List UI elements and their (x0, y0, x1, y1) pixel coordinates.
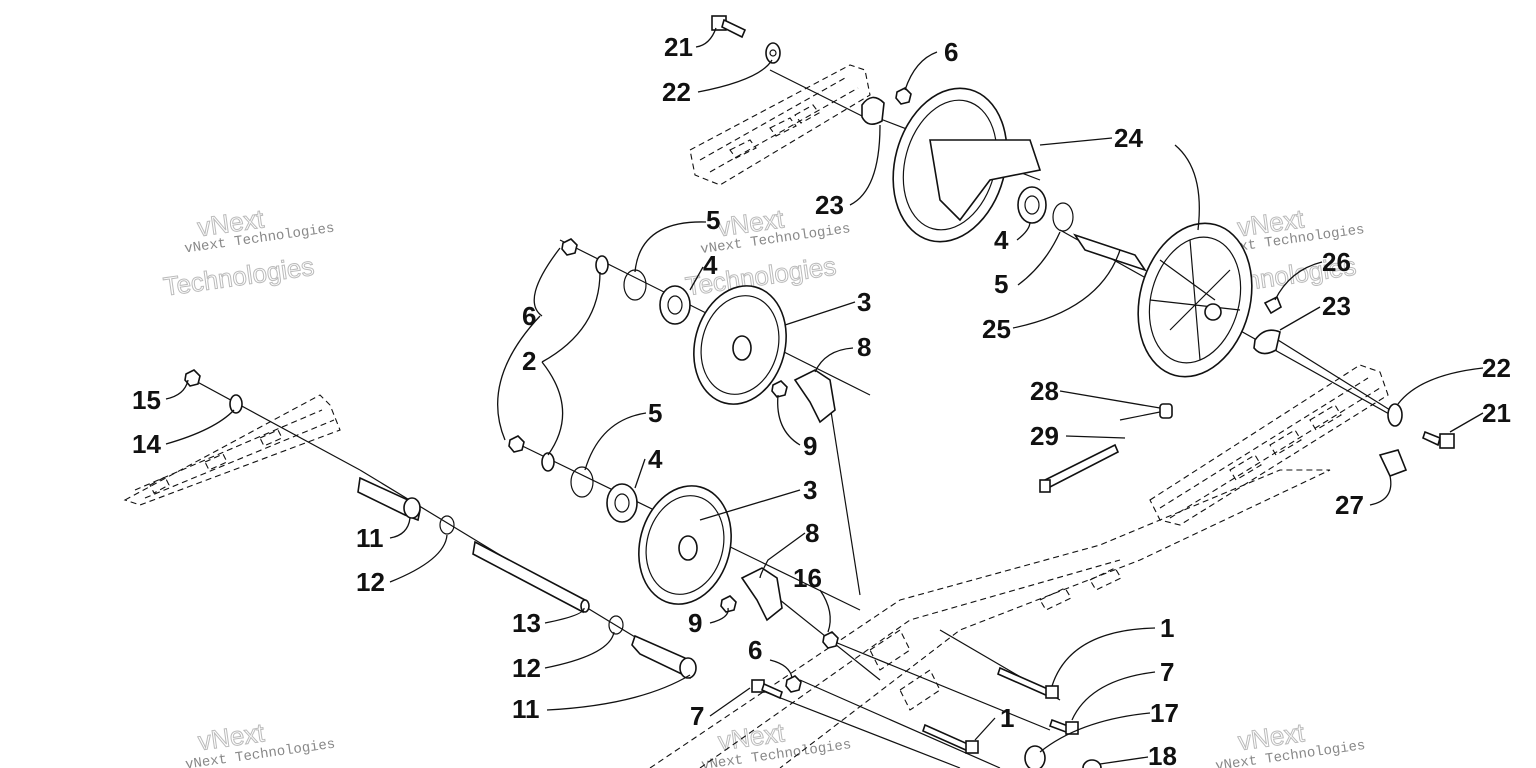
cap-27 (1378, 449, 1408, 478)
left-front-rail (123, 394, 341, 506)
upper-rail-left (689, 64, 871, 186)
callout-1: 1 (1000, 703, 1014, 733)
center-lines (189, 69, 1401, 768)
callout-15: 15 (132, 385, 161, 415)
callout-21: 21 (664, 32, 693, 62)
bearing-4-upper (1017, 186, 1047, 224)
callout-13: 13 (512, 608, 541, 638)
callout-17: 17 (1150, 698, 1179, 728)
callout-4: 4 (703, 250, 718, 280)
snap-ring-5-mid (623, 269, 647, 301)
callout-12: 12 (512, 653, 541, 683)
watermark-technologies: Technologies (161, 251, 315, 302)
cap-23-lower (1253, 329, 1281, 355)
spacer-18 (1082, 759, 1102, 768)
callout-1: 1 (1160, 613, 1174, 643)
callout-8: 8 (805, 518, 819, 548)
callout-29: 29 (1030, 421, 1059, 451)
bolt-1-lower (922, 723, 979, 754)
washer-12-upper (439, 515, 455, 535)
bolt-1-upper (997, 666, 1059, 699)
callout-9: 9 (688, 608, 702, 638)
callout-9: 9 (803, 431, 817, 461)
bolt-21-right (1422, 430, 1455, 449)
callout-11: 11 (512, 694, 540, 724)
bracket-8-lower (740, 567, 783, 622)
leader-lines (165, 27, 1484, 765)
callout-3: 3 (857, 287, 871, 317)
bolt-7-left (751, 679, 783, 700)
bolt-21-top (711, 15, 747, 39)
spacer-28 (1159, 403, 1173, 419)
nut-9-lower (720, 595, 737, 613)
spacer-17 (1024, 745, 1046, 768)
nut-6-lower (508, 435, 525, 453)
callout-11: 11 (356, 523, 384, 553)
callout-26: 26 (1322, 247, 1351, 277)
callout-12: 12 (356, 567, 385, 597)
screw-26 (1263, 295, 1282, 315)
bolt-7-right (1048, 718, 1079, 735)
cap-23-upper (861, 96, 885, 125)
axle-wheel-assembly (892, 87, 1253, 378)
callout-6: 6 (748, 635, 762, 665)
bearing-4-lower (606, 483, 638, 523)
callout-labels: 21 22 6 24 23 4 5 26 25 23 5 4 6 2 3 8 9… (132, 32, 1511, 768)
callout-18: 18 (1148, 741, 1177, 768)
callout-6: 6 (944, 37, 958, 67)
nut-9-upper (771, 380, 788, 398)
callout-24: 24 (1114, 123, 1143, 153)
callout-4: 4 (648, 444, 663, 474)
callout-27: 27 (1335, 490, 1364, 520)
washer-14 (229, 394, 243, 414)
snap-ring-5-upper (1052, 202, 1074, 232)
callout-7: 7 (1160, 657, 1174, 687)
washer-2-lower (541, 452, 555, 472)
washer-12-lower (608, 615, 624, 635)
callout-23: 23 (1322, 291, 1351, 321)
callout-14: 14 (132, 429, 161, 459)
bolt-29 (1039, 443, 1120, 493)
callout-4: 4 (994, 225, 1009, 255)
idler-wheel-3-upper (693, 285, 787, 405)
callout-5: 5 (994, 269, 1008, 299)
callout-25: 25 (982, 314, 1011, 344)
callout-2: 2 (522, 346, 536, 376)
callout-5: 5 (706, 205, 720, 235)
snap-ring-5-lower (570, 466, 594, 498)
nut-15 (184, 369, 201, 387)
spacer-11-upper (357, 476, 421, 522)
axle-13 (472, 540, 590, 614)
bearing-4-mid (659, 285, 691, 325)
callout-22: 22 (1482, 353, 1511, 383)
callout-21: 21 (1482, 398, 1511, 428)
callout-16: 16 (793, 563, 822, 593)
main-lower-rail (649, 469, 1331, 768)
washer-22-top (765, 42, 781, 64)
callout-7: 7 (690, 701, 704, 731)
washer-22-right (1387, 403, 1403, 427)
callout-22: 22 (662, 77, 691, 107)
callout-8: 8 (857, 332, 871, 362)
callout-6: 6 (522, 301, 536, 331)
idler-wheel-3-lower (638, 485, 732, 605)
bracket-8-upper (793, 369, 836, 424)
callout-5: 5 (648, 398, 662, 428)
nut-6-upper (561, 238, 578, 256)
callout-28: 28 (1030, 376, 1059, 406)
nut-6-bottom (785, 675, 802, 693)
callout-3: 3 (803, 475, 817, 505)
washer-2-upper (595, 255, 609, 275)
callout-23: 23 (815, 190, 844, 220)
nut-6-top (895, 87, 912, 105)
nut-16 (822, 631, 839, 649)
spacer-11-lower (631, 634, 697, 680)
